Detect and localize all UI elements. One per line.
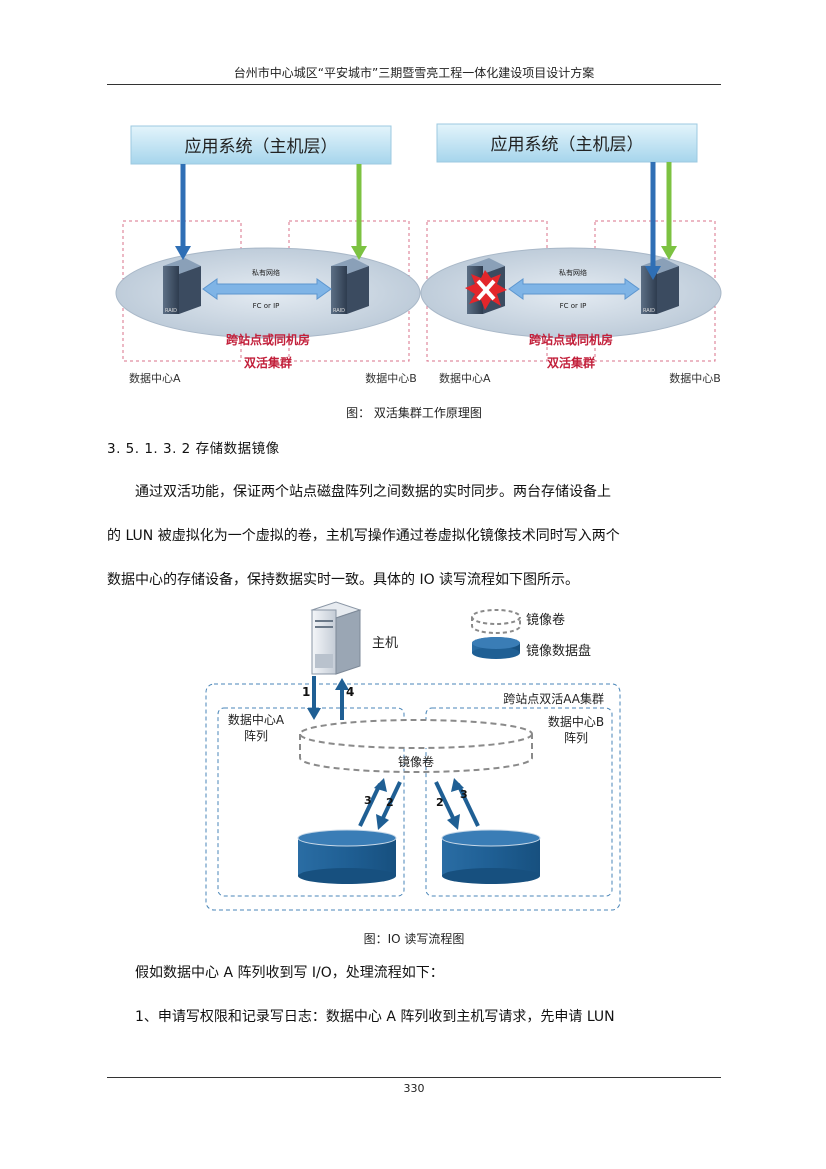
figure1-caption: 图： 双活集群工作原理图 xyxy=(346,406,482,420)
cluster-label: 跨站点双活AA集群 xyxy=(503,691,604,706)
header-rule xyxy=(107,84,721,85)
step-4-label: 4 xyxy=(346,685,354,699)
host-label: 主机 xyxy=(372,636,398,651)
raid-b-icon: RAID xyxy=(331,258,369,314)
private-network-arrow xyxy=(508,278,640,300)
paragraph-line: 数据中心的存储设备，保持数据实时一致。具体的 IO 读写流程如下图所示。 xyxy=(107,572,580,588)
step-3-a-label: 3 xyxy=(364,794,372,807)
cluster-frame xyxy=(205,683,621,911)
figure-io-flow: 主机 镜像卷 镜像数据盘 跨站点双活AA集群 数据中心A 阵列 数据中心B 阵列… xyxy=(205,601,621,911)
footer-rule xyxy=(107,1077,721,1078)
paragraph-line: 1、申请写权限和记录写日志：数据中心 A 阵列收到主机写请求，先申请 LUN xyxy=(135,1009,615,1025)
dc-b-label: 数据中心B xyxy=(669,371,721,385)
io-arrow-b-ack xyxy=(451,778,480,827)
private-network-label: 私有网络 xyxy=(252,268,280,277)
step-3-b-label: 3 xyxy=(460,788,468,801)
cluster-label: 双活集群 xyxy=(547,355,595,370)
dc-a-label: 数据中心A xyxy=(439,371,491,385)
figure2-caption: 图：IO 读写流程图 xyxy=(363,932,465,946)
dc-a-label: 数据中心A xyxy=(129,371,181,385)
app-layer-bar xyxy=(436,123,698,163)
dc-a-label-array: 阵列 xyxy=(244,729,268,743)
io-arrow-b-write xyxy=(434,781,460,830)
svg-text:RAID: RAID xyxy=(165,308,177,314)
app-layer-label: 应用系统（主机层） xyxy=(185,137,338,157)
io-arrow-step4 xyxy=(335,678,349,720)
figure-active-active-cluster: 应用系统（主机层） RAID RAID 私有网络 FC or IP 跨站点或同机… xyxy=(115,123,722,385)
header-title: 台州市中心城区“平安城市”三期暨雪亮工程一体化建设项目设计方案 xyxy=(233,66,595,80)
paragraph-line: 的 LUN 被虚拟化为一个虚拟的卷，主机写操作通过卷虚拟化镜像技术同时写入两个 xyxy=(107,528,620,544)
legend-mirror-volume: 镜像卷 xyxy=(526,612,565,628)
step-1-label: 1 xyxy=(302,685,310,699)
step-2-b-label: 2 xyxy=(436,796,444,809)
cluster-label: 双活集群 xyxy=(244,355,292,370)
left-panel: 应用系统（主机层） RAID RAID 私有网络 FC or IP 跨站点或同机… xyxy=(115,125,421,385)
legend: 镜像卷 镜像数据盘 xyxy=(471,609,591,659)
host-server-icon xyxy=(310,601,362,675)
paragraph-mirroring: 通过双活功能，保证两个站点磁盘阵列之间数据的实时同步。两台存储设备上 的 LUN… xyxy=(107,470,721,602)
right-panel: 应用系统（主机层） RAID 私有网络 FC or IP 跨站点或同机房 xyxy=(420,123,722,385)
section-heading: 3. 5. 1. 3. 2 存储数据镜像 xyxy=(107,441,280,457)
dc-b-label: 数据中心B xyxy=(548,714,604,729)
app-layer-bar xyxy=(130,125,392,165)
svg-text:RAID: RAID xyxy=(643,308,655,314)
private-network-arrow xyxy=(202,278,332,300)
step-2-a-label: 2 xyxy=(386,796,394,809)
io-arrow-a-write xyxy=(376,781,402,830)
svg-text:RAID: RAID xyxy=(333,308,345,314)
io-arrow-a-ack xyxy=(358,778,387,827)
zone-label: 跨站点或同机房 xyxy=(529,332,613,347)
app-layer-label: 应用系统（主机层） xyxy=(491,135,644,155)
dc-a-label: 数据中心A xyxy=(228,712,285,727)
legend-mirror-disk: 镜像数据盘 xyxy=(526,643,591,659)
raid-a-icon: RAID xyxy=(163,258,201,314)
dc-b-label: 数据中心B xyxy=(365,371,417,385)
zone-label: 跨站点或同机房 xyxy=(226,332,310,347)
private-network-label: 私有网络 xyxy=(559,268,587,277)
mirror-volume-label: 镜像卷 xyxy=(398,754,434,769)
mirror-volume xyxy=(299,719,533,773)
dc-b-frame xyxy=(425,707,613,897)
private-network-protocol: FC or IP xyxy=(560,302,587,310)
paragraph-line: 假如数据中心 A 阵列收到写 I/O，处理流程如下： xyxy=(135,965,444,981)
dc-b-label-array: 阵列 xyxy=(564,731,588,745)
mirror-disk-a xyxy=(297,829,397,884)
private-network-protocol: FC or IP xyxy=(253,302,280,310)
page-number: 330 xyxy=(403,1082,425,1095)
io-arrow-step1 xyxy=(307,676,321,720)
mirror-disk-b xyxy=(441,829,541,884)
paragraph-write-flow: 假如数据中心 A 阵列收到写 I/O，处理流程如下： 1、申请写权限和记录写日志… xyxy=(107,951,721,1039)
failure-x-icon xyxy=(465,270,507,310)
paragraph-line: 通过双活功能，保证两个站点磁盘阵列之间数据的实时同步。两台存储设备上 xyxy=(135,484,611,500)
